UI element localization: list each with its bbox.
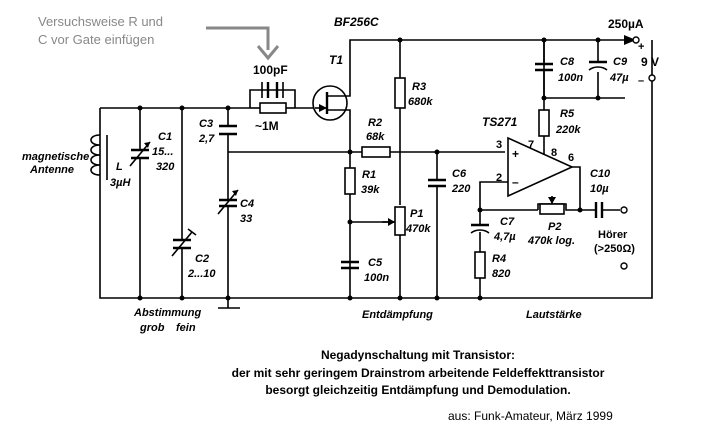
c5-value: 100n (364, 272, 389, 284)
caption-line3: besorgt gleichzeitig Entdämpfung und Dem… (265, 383, 570, 397)
potentiometer-p1 (382, 206, 406, 298)
annotation-cap-value: 100pF (253, 63, 288, 77)
capacitor-c10 (594, 202, 620, 218)
opamp-pin7: 7 (528, 139, 534, 151)
r3-value: 680k (408, 96, 433, 108)
gate-rc-network (249, 82, 296, 114)
coil-value: 3µH (110, 177, 131, 189)
c7-value: 4,7µ (493, 231, 516, 243)
c1-name: C1 (158, 131, 172, 143)
transistor-t1 (312, 39, 400, 150)
c10-name: C10 (590, 168, 611, 180)
c6-value: 220 (451, 183, 471, 195)
p1-name: P1 (410, 208, 423, 220)
supply-rail (232, 35, 653, 299)
c3-name: C3 (199, 118, 213, 130)
potentiometer-p2 (537, 192, 596, 215)
r4-value: 820 (492, 268, 511, 280)
opamp-pin6: 6 (568, 152, 574, 164)
capacitor-c7 (470, 223, 490, 252)
resistor-r3 (394, 40, 406, 205)
c3-value: 2,7 (198, 133, 215, 145)
headphone-terminal-2 (620, 262, 628, 270)
c4-name: C4 (240, 198, 254, 210)
opamp-minus: – (512, 175, 519, 189)
headphone-terminal-1 (620, 206, 628, 214)
c10-value: 10µ (590, 183, 609, 195)
c7-name: C7 (500, 216, 515, 228)
annotation-line1: Versuchsweise R und (38, 14, 163, 29)
c8-name: C8 (560, 56, 575, 68)
r5-name: R5 (560, 108, 575, 120)
coil-name: L (116, 161, 123, 173)
opamp-pin3: 3 (496, 139, 502, 151)
capacitor-c4 (217, 189, 240, 309)
capacitor-c3 (219, 108, 350, 308)
supply-minus-terminal (648, 74, 656, 82)
antenna-label-line1: magnetische (22, 151, 89, 163)
tuning-label: Abstimmung (133, 307, 202, 319)
gate-wire (99, 107, 315, 299)
c6-name: C6 (452, 168, 467, 180)
c2-value: 2...10 (187, 268, 216, 280)
r2-name: R2 (368, 117, 382, 129)
c4-value: 33 (240, 213, 252, 225)
p2-value: 470k log. (527, 235, 575, 247)
antenna-label-line2: Antenne (29, 164, 74, 176)
r1-name: R1 (362, 169, 376, 181)
opamp-pin8: 8 (551, 147, 557, 159)
transistor-name: T1 (329, 53, 343, 67)
source-citation: aus: Funk-Amateur, März 1999 (448, 409, 613, 423)
supply-minus: – (638, 75, 644, 87)
opamp-plus: + (512, 147, 519, 161)
resistor-r5 (538, 109, 550, 137)
annotation-res-value: ~1M (255, 119, 279, 133)
r5-value: 220k (555, 124, 581, 136)
junction-dots (137, 37, 601, 301)
resistor-r4 (474, 251, 486, 298)
coil-l (90, 134, 108, 180)
opamp-pin2: 2 (496, 172, 502, 184)
c9-name: C9 (613, 56, 628, 68)
headphone-line1: Hörer (598, 229, 628, 241)
caption-line1: Negadynschaltung mit Transistor: (321, 348, 515, 362)
r1-value: 39k (361, 184, 380, 196)
c9-value: 47µ (609, 72, 629, 84)
headphone-line2: (>250Ω) (594, 243, 635, 255)
supply-plus: + (638, 41, 644, 53)
annotation-line2: C vor Gate einfügen (38, 32, 154, 47)
capacitor-c2 (171, 108, 197, 298)
p2-name: P2 (548, 221, 561, 233)
capacitor-c6 (428, 152, 446, 298)
opamp-name: TS271 (482, 115, 518, 129)
coarse-label: grob (139, 322, 165, 334)
c1-value1: 15... (152, 146, 173, 158)
c1-value2: 320 (156, 161, 175, 173)
resistor-r2 (350, 146, 505, 158)
supply-voltage: 9 V (641, 55, 659, 69)
transistor-type: BF256C (334, 15, 379, 29)
volume-label: Lautstärke (526, 309, 582, 321)
fine-label: fein (176, 322, 196, 334)
supply-current: 250µA (608, 17, 644, 31)
r4-name: R4 (492, 253, 506, 265)
c5-name: C5 (368, 257, 383, 269)
r2-value: 68k (366, 131, 385, 143)
supply-plus-terminal (632, 36, 640, 44)
damping-label: Entdämpfung (362, 309, 433, 321)
annotation-arrow-icon (206, 26, 280, 61)
capacitor-c1 (129, 108, 151, 298)
r3-name: R3 (412, 81, 426, 93)
c2-name: C2 (195, 253, 209, 265)
c8-value: 100n (558, 72, 583, 84)
capacitor-c5 (341, 260, 359, 270)
p1-value: 470k (405, 223, 431, 235)
caption-line2: der mit sehr geringem Drainstrom arbeite… (232, 366, 605, 380)
